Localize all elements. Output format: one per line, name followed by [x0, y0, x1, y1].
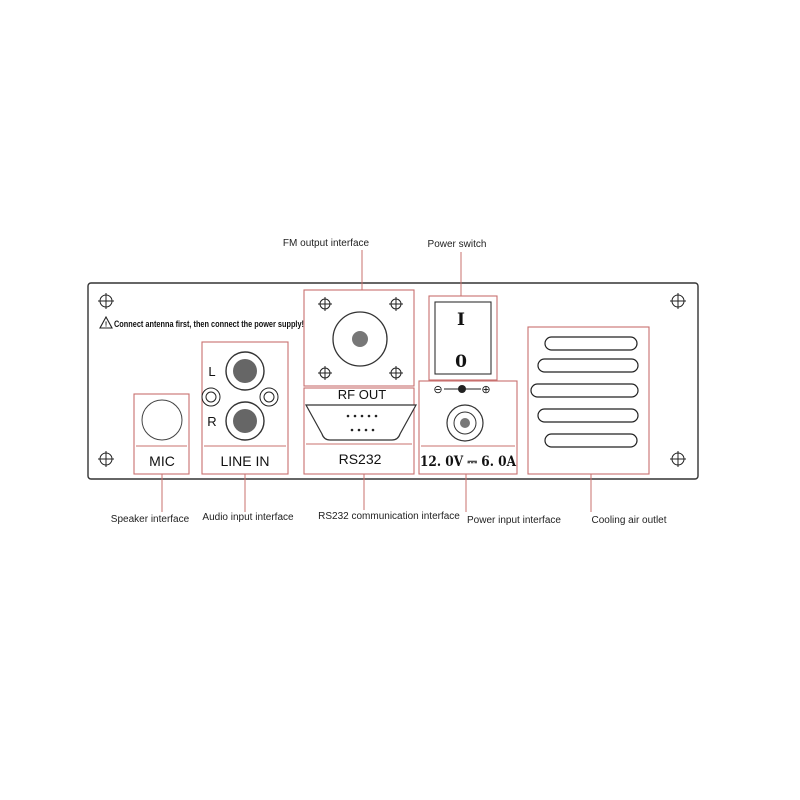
vent-slot	[544, 433, 638, 448]
rca-jack-right	[225, 401, 265, 441]
power-switch-module: I 0	[428, 295, 498, 381]
switch-on-label: I	[457, 310, 465, 330]
rca-ring-left	[201, 387, 221, 407]
callout-rs232: RS232 communication interface	[318, 511, 460, 522]
rocker-switch	[434, 301, 492, 375]
mic-module: MIC	[133, 393, 190, 475]
svg-text:!: !	[105, 322, 107, 329]
warning-text: Connect antenna first, then connect the …	[114, 319, 304, 330]
db9-pins	[346, 414, 378, 432]
callout-cooling: Cooling air outlet	[591, 515, 666, 526]
line-in-label: LINE IN	[220, 453, 269, 469]
mounting-screw-top-left	[98, 293, 114, 309]
warning-icon: !	[99, 315, 113, 329]
vent-slot	[530, 383, 639, 398]
callout-power-input: Power input interface	[467, 515, 561, 526]
polarity-plus-icon: ⊕	[481, 384, 490, 396]
polarity-minus-icon: ⊖	[433, 384, 442, 396]
mounting-screw-bottom-left	[98, 451, 114, 467]
device-rear-panel	[87, 282, 699, 480]
mounting-screw-bottom-right	[670, 451, 686, 467]
rca-ring-right	[259, 387, 279, 407]
vent-slot	[537, 358, 639, 373]
cooling-vent-module	[527, 326, 650, 475]
rf-out-label: RF OUT	[338, 387, 386, 402]
mic-label: MIC	[149, 453, 175, 469]
rf-out-module: RF OUT	[303, 289, 415, 402]
power-input-module: ⊖ ⊕ 12. 0V ⎓ 6. 0A	[418, 380, 518, 475]
callout-audio-input: Audio input interface	[202, 512, 294, 523]
callout-speaker: Speaker interface	[111, 514, 190, 525]
polarity-center-pin-icon	[458, 385, 466, 393]
rs232-module: RS232	[303, 387, 418, 475]
db9-connector	[304, 404, 418, 441]
vent-slot	[537, 408, 639, 423]
rca-jack-left	[225, 351, 265, 391]
line-in-left-label: L	[208, 364, 215, 379]
switch-off-label: 0	[455, 352, 467, 372]
rs232-label: RS232	[339, 451, 382, 467]
dc-barrel-jack	[446, 404, 484, 442]
callout-fm-output: FM output interface	[283, 238, 370, 249]
callout-power-switch: Power switch	[428, 239, 487, 250]
mounting-screw-top-right	[670, 293, 686, 309]
mic-jack	[141, 399, 183, 441]
line-in-right-label: R	[207, 414, 216, 429]
vent-slot	[544, 336, 638, 351]
power-rating-label: 12. 0V ⎓ 6. 0A	[420, 454, 517, 470]
